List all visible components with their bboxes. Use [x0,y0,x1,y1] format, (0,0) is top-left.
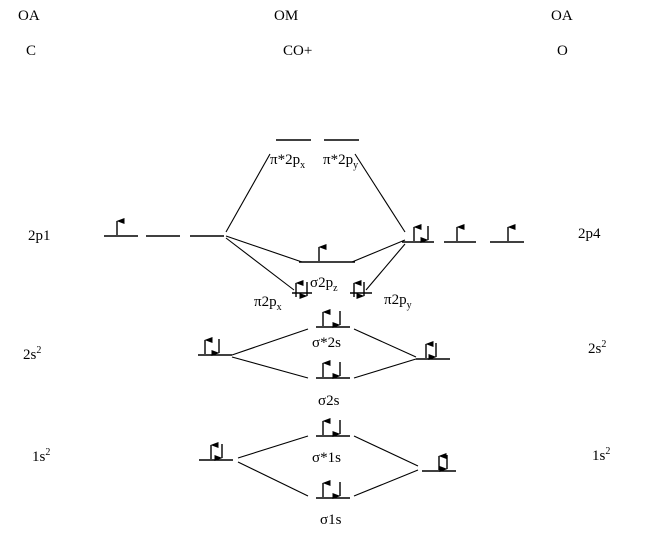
label-sigma-2s: σ2s [318,393,340,409]
correlation-line-9 [353,328,417,358]
label-pi-2py: π2py [384,292,412,311]
label-pi-star-2py: π*2py [323,152,358,171]
energy-levels [104,139,524,499]
header-oa-left: OA [18,8,40,24]
label-sigma-1s: σ1s [320,512,342,528]
label-c-2s: 2s2 [23,345,41,363]
header-atom-c: C [26,43,36,59]
label-o-2p: 2p4 [578,226,601,242]
label-sigma-2pz: σ2pz [310,275,338,294]
correlation-line-14 [353,469,419,497]
label-sigma-star-2s: σ*2s [312,335,341,351]
header-oa-right: OA [551,8,573,24]
correlation-line-5 [225,237,295,291]
correlation-line-6 [365,243,406,291]
label-c-2p: 2p1 [28,228,51,244]
correlation-line-12 [237,461,309,497]
correlation-line-1 [225,153,271,233]
correlation-line-10 [353,358,417,379]
correlation-line-8 [231,356,309,379]
correlation-line-7 [231,328,309,356]
correlation-line-3 [225,235,303,263]
label-pi-2px: π2px [254,294,282,313]
correlation-line-4 [351,239,406,263]
header-atom-o: O [557,43,568,59]
label-c-1s: 1s2 [32,447,50,465]
label-o-1s: 1s2 [592,446,610,464]
correlation-line-13 [353,435,419,467]
electron-arrows [116,218,516,499]
correlation-lines [225,153,419,497]
header-om: OM [274,8,298,24]
label-pi-star-2px: π*2px [270,152,305,171]
correlation-line-11 [237,435,309,459]
label-sigma-star-1s: σ*1s [312,450,341,466]
header-molecule-co-plus: CO+ [283,43,312,59]
correlation-line-2 [354,153,406,233]
label-o-2s: 2s2 [588,339,606,357]
